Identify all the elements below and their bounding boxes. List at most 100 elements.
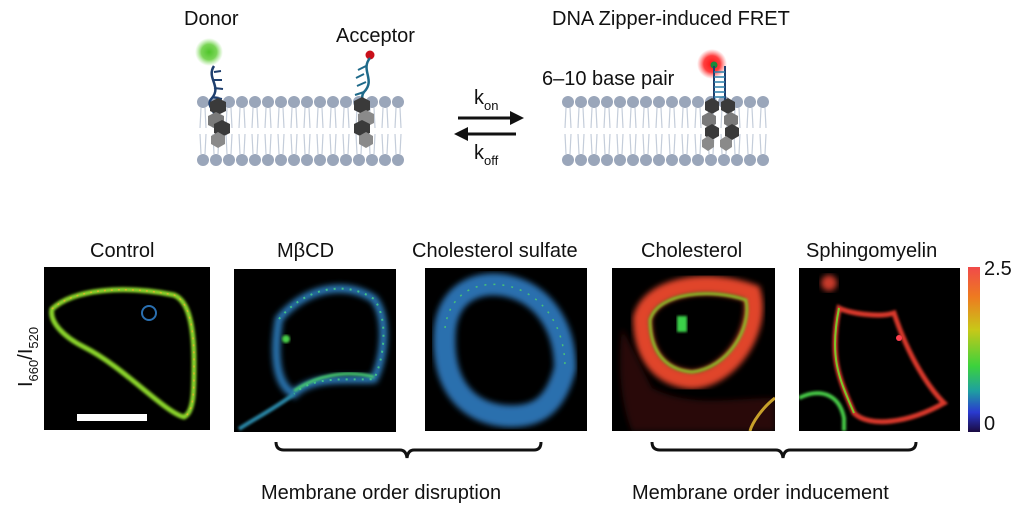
lipid-tail <box>694 133 697 155</box>
lipid-tail <box>199 133 202 155</box>
lipid-head <box>627 154 639 166</box>
lipid-tail <box>751 133 754 155</box>
colorbar-min-label: 0 <box>984 413 996 435</box>
lipid-tail <box>264 133 267 155</box>
lipid-tail <box>608 107 611 129</box>
lipid-tail <box>321 107 324 129</box>
lipid-tail <box>399 133 402 155</box>
lipid-head <box>340 96 352 108</box>
green-aggregate <box>677 316 687 332</box>
colorbar-max-label: 2.5 <box>984 258 1012 280</box>
lipid-tail <box>564 107 567 129</box>
lipid-head <box>366 154 378 166</box>
colorbar <box>968 267 980 432</box>
lipid-head <box>301 154 313 166</box>
lipid-tail <box>629 133 632 155</box>
lipid-head <box>288 154 300 166</box>
lipid-head <box>640 154 652 166</box>
lipid-tail <box>342 107 345 129</box>
lipid-head <box>353 154 365 166</box>
lipid-head <box>666 154 678 166</box>
lipid-tail <box>655 107 658 129</box>
lipid-tail <box>660 133 663 155</box>
lipid-head <box>275 96 287 108</box>
lipid-head <box>236 96 248 108</box>
lipid-tail <box>290 133 293 155</box>
schematic-graphics <box>195 38 769 166</box>
lipid-tail <box>577 107 580 129</box>
lipid-tail <box>759 133 762 155</box>
lipid-tail <box>616 107 619 129</box>
lipid-head <box>640 96 652 108</box>
lipid-tail <box>764 133 767 155</box>
lipid-tail <box>642 107 645 129</box>
lipid-head <box>314 96 326 108</box>
panel-title-control: Control <box>90 240 155 262</box>
lipid-tail <box>681 133 684 155</box>
lipid-head <box>692 96 704 108</box>
lipid-tail <box>569 133 572 155</box>
lipid-head <box>197 96 209 108</box>
lipid-tail <box>595 133 598 155</box>
image-mbcd <box>234 269 396 432</box>
lipid-tail <box>603 107 606 129</box>
lipid-tail <box>668 107 671 129</box>
lipid-head <box>653 96 665 108</box>
k-letter: k <box>474 87 484 109</box>
lipid-tail <box>699 133 702 155</box>
lipid-tail <box>634 107 637 129</box>
lipid-head <box>679 154 691 166</box>
lipid-tail <box>282 107 285 129</box>
lipid-head <box>575 154 587 166</box>
lipid-head <box>705 154 717 166</box>
y-label-i: I <box>15 381 37 387</box>
y-axis-label: I660/I520 <box>15 297 41 387</box>
lipid-tail <box>277 107 280 129</box>
lipid-tail <box>720 107 723 129</box>
lipid-head <box>210 154 222 166</box>
acceptor-quencher-dot <box>365 50 375 60</box>
lipid-head <box>653 154 665 166</box>
lipid-head <box>692 154 704 166</box>
membrane-outline <box>433 273 577 428</box>
lipid-tail <box>686 133 689 155</box>
acceptor-label: Acceptor <box>336 25 415 47</box>
donor-cholesterol-anchor <box>208 98 230 148</box>
acceptor-cholesterol-anchor <box>354 97 374 148</box>
lipid-tail <box>686 107 689 129</box>
lipid-bilayer-left <box>197 96 404 166</box>
lipid-tail <box>243 133 246 155</box>
lipid-head <box>262 154 274 166</box>
lipid-tail <box>199 107 202 129</box>
lipid-head <box>327 96 339 108</box>
kon-label: kon <box>474 87 498 113</box>
lipid-head <box>718 154 730 166</box>
lipid-head <box>236 154 248 166</box>
lipid-tail <box>321 133 324 155</box>
lipid-tail <box>603 133 606 155</box>
lipid-head <box>249 96 261 108</box>
base-pair-label: 6–10 base pair <box>542 68 675 90</box>
lipid-tail <box>751 107 754 129</box>
lipid-tail <box>256 107 259 129</box>
lipid-tail <box>282 133 285 155</box>
lipid-head <box>327 154 339 166</box>
lipid-head <box>666 96 678 108</box>
lipid-tail <box>295 133 298 155</box>
lipid-head <box>588 154 600 166</box>
k-letter: k <box>474 142 484 164</box>
lipid-tail <box>347 133 350 155</box>
lipid-tail <box>230 133 233 155</box>
lipid-tail <box>290 107 293 129</box>
lipid-tail <box>621 107 624 129</box>
panel-title-sphingomyelin: Sphingomyelin <box>806 240 938 262</box>
lipid-head <box>392 96 404 108</box>
lipid-tail <box>381 107 384 129</box>
membrane-speckle <box>51 288 195 418</box>
panel-title-cholesterol-sulfate: Cholesterol sulfate <box>412 240 578 262</box>
bracket-inducement <box>650 441 918 459</box>
lipid-tail <box>577 133 580 155</box>
lipid-head <box>288 96 300 108</box>
lipid-tail <box>308 133 311 155</box>
lipid-tail <box>334 107 337 129</box>
